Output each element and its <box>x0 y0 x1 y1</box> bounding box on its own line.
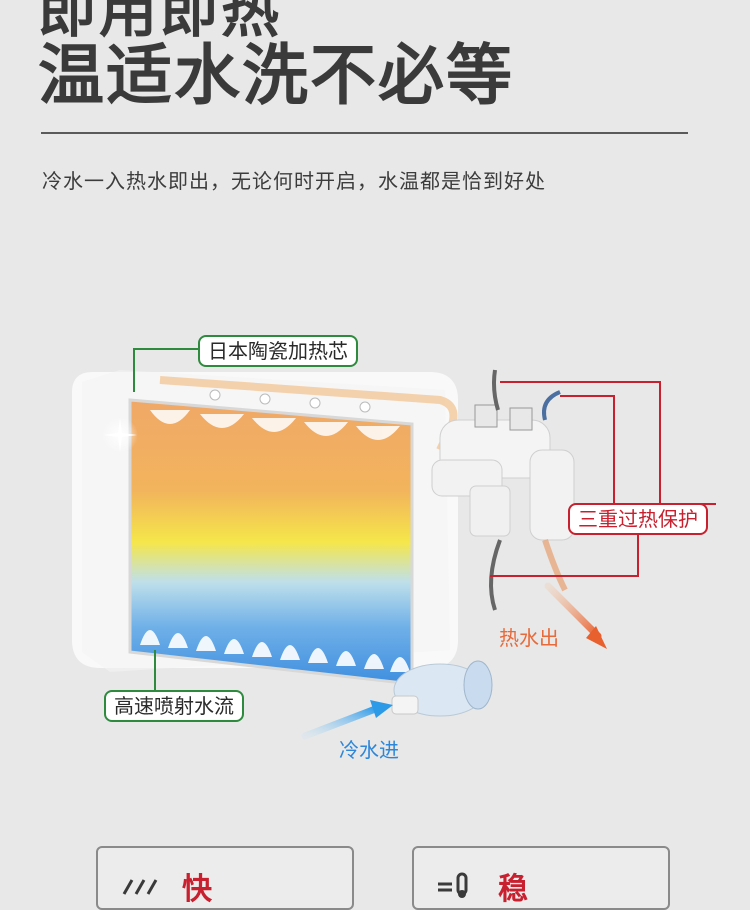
heater-diagram-graphic <box>72 348 716 740</box>
headline-top: 即用即热 <box>38 0 283 45</box>
feature-card-stable: 稳 <box>412 846 670 910</box>
callout-triple-overheat-protection: 三重过热保护 <box>568 503 708 535</box>
thermometer-icon <box>436 872 480 902</box>
hot-water-out-label: 热水出 <box>499 626 559 650</box>
divider <box>41 132 688 134</box>
feature-card-fast: 快 <box>96 846 354 910</box>
callout-ceramic-heating-core: 日本陶瓷加热芯 <box>198 335 358 367</box>
heater-illustration: 日本陶瓷加热芯 三重过热保护 高速喷射水流 热水出 冷水进 <box>0 300 750 780</box>
headline-main: 温适水洗不必等 <box>38 37 514 114</box>
subtitle: 冷水一入热水即出，无论何时开启，水温都是恰到好处 <box>42 169 546 193</box>
callout-high-speed-jet: 高速喷射水流 <box>104 690 244 722</box>
speed-lines-icon <box>120 872 164 902</box>
feature-stable-label: 稳 <box>498 872 528 907</box>
cold-water-in-label: 冷水进 <box>339 738 399 762</box>
feature-fast-label: 快 <box>182 872 212 907</box>
